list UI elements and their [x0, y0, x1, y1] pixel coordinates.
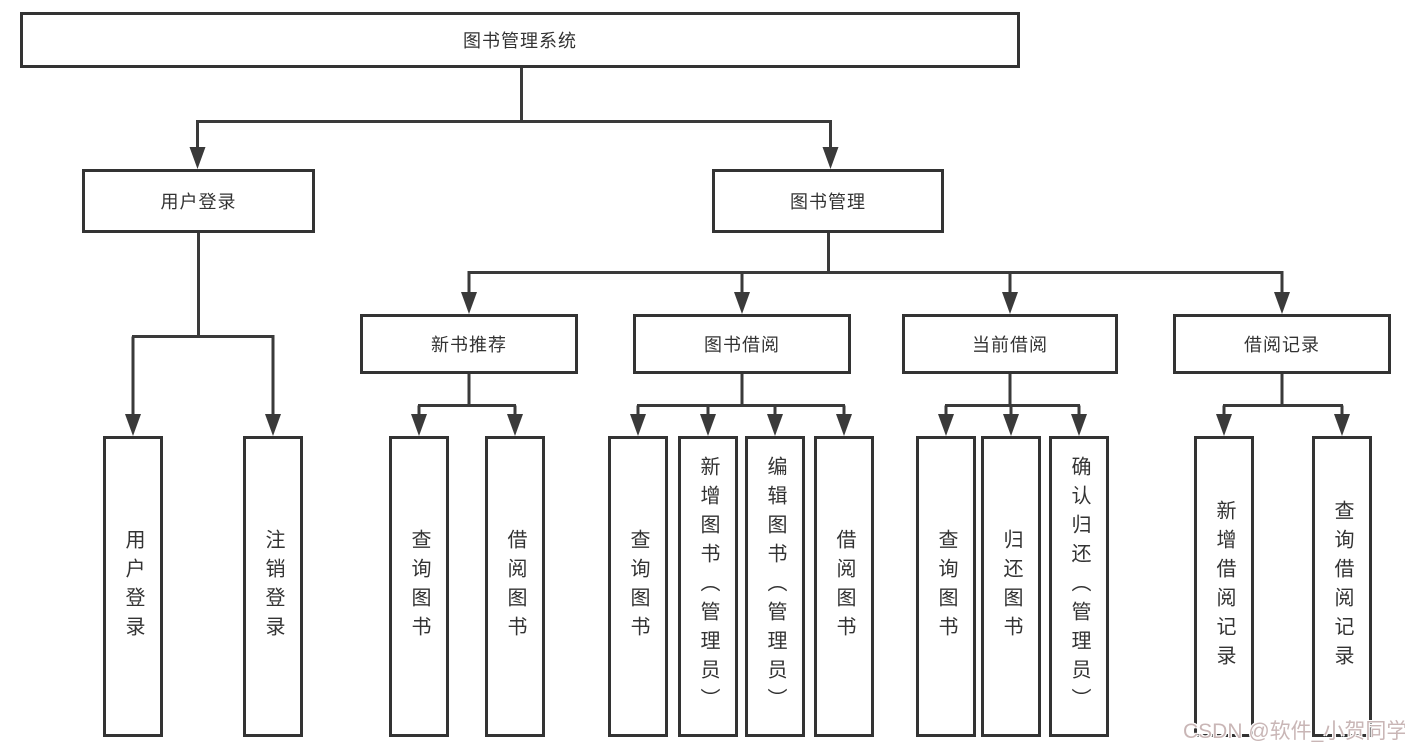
node-root: 图书管理系统 [20, 12, 1020, 68]
node-label: 新增图书（管理员） [697, 456, 719, 717]
leaf-add-book-admin: 新增图书（管理员） [678, 436, 738, 737]
node-label: 图书借阅 [704, 335, 780, 355]
leaf-borrow-book-recommend: 借阅图书 [485, 436, 545, 737]
leaf-confirm-return-admin: 确认归还（管理员） [1049, 436, 1109, 737]
leaf-add-borrow-record: 新增借阅记录 [1194, 436, 1254, 737]
node-book-borrowing: 图书借阅 [633, 314, 851, 374]
node-label: 查询借阅记录 [1331, 499, 1353, 674]
node-label: 查询图书 [408, 528, 430, 645]
node-book-management: 图书管理 [712, 169, 944, 233]
leaf-edit-book-admin: 编辑图书（管理员） [745, 436, 805, 737]
node-label: 确认归还（管理员） [1068, 456, 1090, 717]
node-label: 当前借阅 [972, 335, 1048, 355]
leaf-user-login: 用户登录 [103, 436, 163, 737]
leaf-logout: 注销登录 [243, 436, 303, 737]
leaf-return-book: 归还图书 [981, 436, 1041, 737]
node-label: 用户登录 [122, 528, 144, 645]
node-label: 新增借阅记录 [1213, 499, 1235, 674]
node-label: 借阅图书 [833, 528, 855, 645]
node-label: 新书推荐 [431, 335, 507, 355]
node-label: 编辑图书（管理员） [764, 456, 786, 717]
node-label: 借阅记录 [1244, 335, 1320, 355]
node-current-borrowing: 当前借阅 [902, 314, 1118, 374]
node-label: 归还图书 [1000, 528, 1022, 645]
leaf-query-book-current: 查询图书 [916, 436, 976, 737]
node-label: 查询图书 [935, 528, 957, 645]
node-label: 用户登录 [160, 192, 237, 212]
leaf-query-borrow-record: 查询借阅记录 [1312, 436, 1372, 737]
node-label: 查询图书 [627, 528, 649, 645]
node-label: 注销登录 [262, 528, 284, 645]
csdn-watermark: CSDN @软件_小贺同学 [1183, 720, 1405, 743]
node-label: 图书管理 [790, 192, 866, 212]
leaf-borrow-book-borrowing: 借阅图书 [814, 436, 874, 737]
leaf-query-book-recommend: 查询图书 [389, 436, 449, 737]
node-label: 图书管理系统 [463, 31, 577, 51]
node-new-book-recommend: 新书推荐 [360, 314, 578, 374]
node-borrow-records: 借阅记录 [1173, 314, 1391, 374]
node-label: 借阅图书 [504, 528, 526, 645]
leaf-query-book-borrowing: 查询图书 [608, 436, 668, 737]
node-user-login: 用户登录 [82, 169, 315, 233]
